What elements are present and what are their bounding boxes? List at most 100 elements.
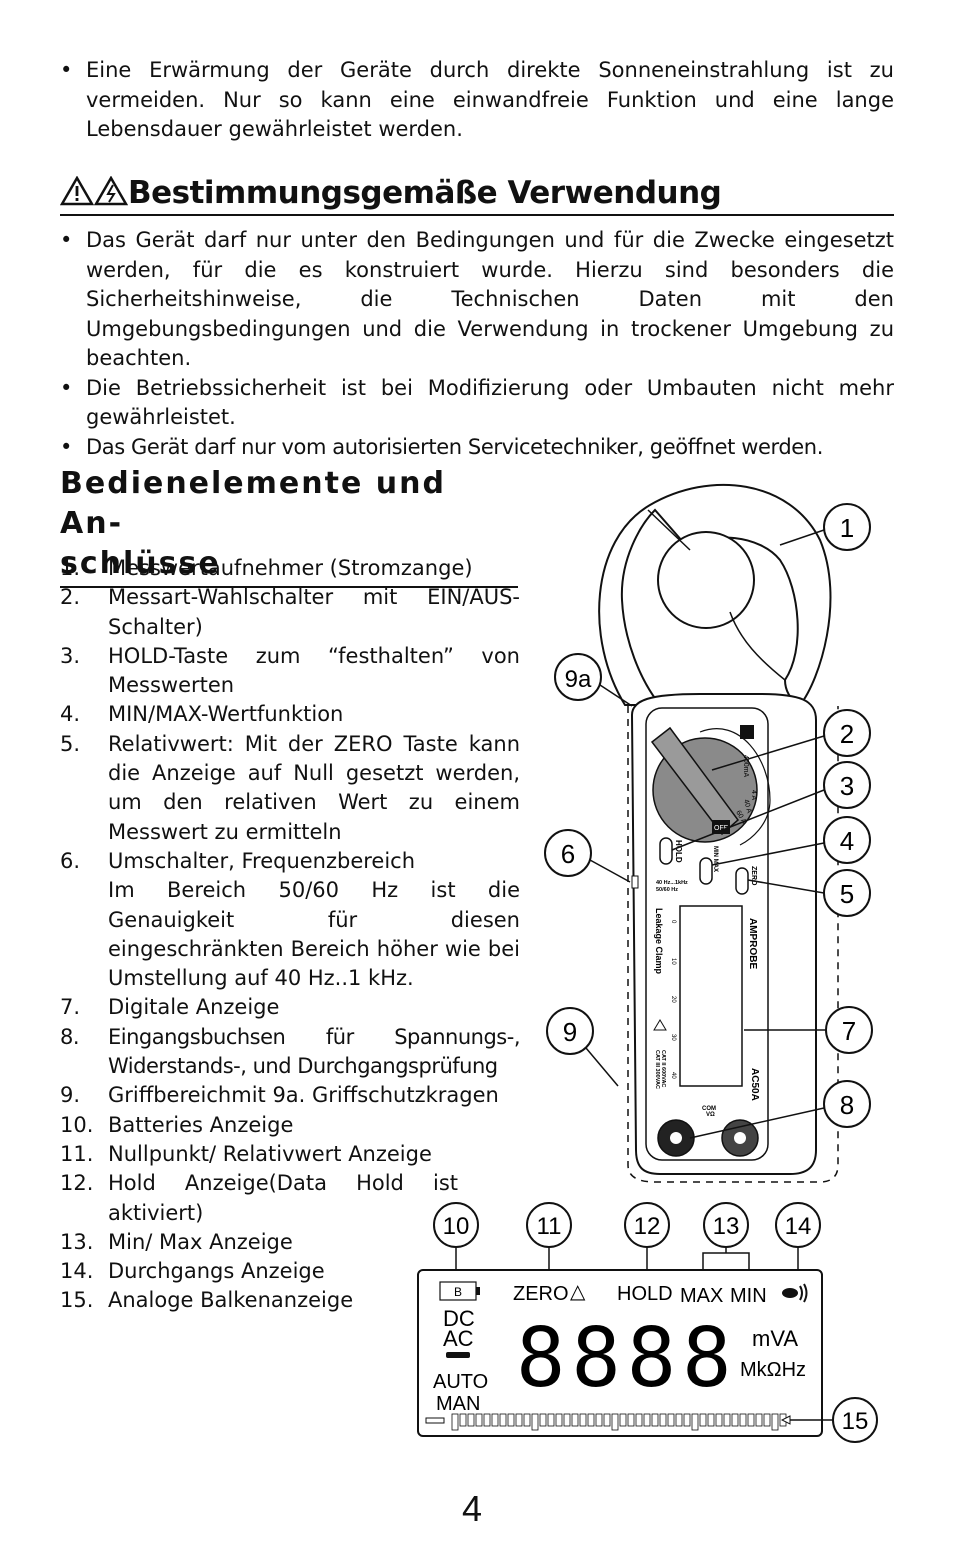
warning-icon	[59, 175, 95, 217]
svg-text:7: 7	[842, 1016, 856, 1046]
bargraph-segment	[667, 1413, 675, 1427]
hold-button-label: HOLD	[674, 840, 683, 863]
freq-label-1: 40 Hz...1kHz	[656, 880, 688, 886]
callout-4: 4	[711, 816, 871, 866]
cat-label-1: CAT II 600VAC	[660, 1050, 666, 1087]
svg-text:8: 8	[840, 1090, 854, 1120]
bargraph-segment	[691, 1413, 699, 1431]
list-item: 11.Nullpunkt/ Relativwert Anzeige	[60, 1141, 432, 1166]
hold-button[interactable]	[659, 837, 673, 865]
bargraph-segment	[587, 1413, 595, 1427]
bargraph-segment	[731, 1413, 739, 1427]
list-item: Im Bereich 50/60 Hz ist die Genauigkeit …	[108, 878, 520, 991]
page-number: 4	[462, 1488, 483, 1529]
com-label: COM	[702, 1106, 716, 1112]
svg-text:2: 2	[840, 719, 854, 749]
device-label: Leakage Clamp	[654, 908, 664, 975]
scale-tick: 10	[670, 958, 676, 965]
bargraph-segment	[763, 1413, 771, 1427]
bargraph-segment	[739, 1413, 747, 1427]
bargraph-segment	[755, 1413, 763, 1427]
controls-heading-line1: Bedienelemente und An-	[60, 466, 446, 541]
bargraph-segment	[651, 1413, 659, 1427]
bargraph-segment	[507, 1413, 515, 1427]
meter-display	[679, 905, 743, 1087]
bargraph-segment	[603, 1413, 611, 1427]
intro-bullets: Eine Erwärmung der Geräte durch direkte …	[60, 56, 894, 145]
list-item: 14.Durchgangs Anzeige	[60, 1259, 325, 1284]
bargraph-segment	[531, 1413, 539, 1431]
minmax-button[interactable]	[699, 857, 713, 885]
usage-bullet: Das Gerät darf nur vom autorisierten Ser…	[60, 433, 894, 463]
bargraph-segment	[715, 1413, 723, 1427]
scale-tick: 20	[670, 996, 676, 1003]
callout-9a: 9a	[554, 653, 633, 707]
auto-indicator: AUTO	[433, 1371, 488, 1393]
list-item: 4.MIN/MAX-Wertfunktion	[60, 702, 344, 727]
svg-text:9: 9	[563, 1017, 577, 1047]
usage-heading: Bestimmungsgemäße Verwendung	[59, 172, 894, 217]
list-item: 13.Min/ Max Anzeige	[60, 1229, 293, 1254]
zero-button-label: ZERO	[750, 866, 757, 886]
continuity-icon	[782, 1283, 808, 1303]
zero-button[interactable]	[735, 867, 749, 895]
callout-12: 12	[624, 1202, 670, 1275]
bargraph-segment	[771, 1413, 779, 1431]
callout-1: 1	[779, 503, 871, 551]
man-indicator: MAN	[436, 1393, 480, 1415]
svg-text:5: 5	[840, 879, 854, 909]
svg-text:6: 6	[561, 839, 575, 869]
list-item: 8.Eingangsbuchsen für Spannungs-, Widers…	[60, 1024, 521, 1079]
unit-mkohz: MkΩHz	[740, 1359, 806, 1381]
svg-text:9a: 9a	[565, 666, 592, 693]
scale-tick: 30	[670, 1034, 676, 1041]
callout-11: 11	[526, 1202, 572, 1275]
ac-indicator: AC	[443, 1326, 474, 1351]
battery-label: B	[454, 1285, 462, 1299]
svg-text:15: 15	[842, 1408, 869, 1435]
usage-bullet: Das Gerät darf nur unter den Bedingungen…	[60, 226, 894, 374]
svg-text:3: 3	[840, 771, 854, 801]
list-item: 9.Griffbereichmit 9a. Griffschutzkragen	[60, 1083, 499, 1108]
model-label: AC50A	[749, 1068, 760, 1101]
bargraph-segment	[475, 1413, 483, 1427]
bargraph-segment	[627, 1413, 635, 1427]
bargraph-segment	[683, 1413, 691, 1427]
range-label: 40 A	[742, 799, 752, 815]
clamp-meter-illustration: 400mA 4 A 40 A 60 A OFF HOLD MIN MAX ZER…	[544, 483, 873, 1183]
lcd-digits: 8888	[516, 1311, 737, 1406]
bargraph-segment	[747, 1413, 755, 1427]
bargraph-segment	[459, 1413, 467, 1427]
bargraph-segment	[555, 1413, 563, 1427]
unit-mva: mVA	[752, 1326, 798, 1351]
callout-15: 15	[780, 1397, 878, 1443]
intro-bullet: Eine Erwärmung der Geräte durch direkte …	[60, 56, 894, 145]
usage-bullets: Das Gerät darf nur unter den Bedingungen…	[60, 226, 894, 462]
bargraph-segment	[595, 1413, 603, 1427]
brand-logo: AMPROBE	[747, 918, 758, 969]
svg-text:12: 12	[634, 1213, 661, 1240]
list-item: 7.Digitale Anzeige	[60, 995, 280, 1020]
bargraph-segment	[515, 1413, 523, 1427]
callout-6: 6	[544, 829, 631, 883]
range-label: 400mA	[742, 755, 749, 778]
bargraph-segment	[523, 1413, 531, 1427]
bargraph-segment	[547, 1413, 555, 1427]
list-item: 5.Relativwert: Mit der ZERO Taste kann d…	[60, 731, 520, 844]
freq-label-2: 50/60 Hz	[656, 887, 678, 893]
svg-text:4: 4	[840, 826, 854, 856]
minmax-button-label: MIN MAX	[712, 846, 718, 872]
bargraph-segment	[579, 1413, 587, 1427]
hold-indicator: HOLD	[617, 1283, 673, 1305]
list-item: 2.Messart-Wahlschalter mit EIN/AUS-Schal…	[60, 585, 520, 639]
bargraph-segment	[491, 1413, 499, 1427]
bargraph-segment	[643, 1413, 651, 1427]
list-item: 3.HOLD-Taste zum “festhalten” von Messwe…	[60, 643, 520, 698]
controls-heading-line2: schlüsse	[60, 546, 221, 581]
bargraph-segment	[571, 1413, 579, 1427]
bargraph-segment	[707, 1413, 715, 1427]
bargraph-segment	[467, 1413, 475, 1427]
callout-9: 9	[546, 1007, 619, 1087]
list-item: 6.Umschalter, Frequenzbereich	[60, 848, 416, 873]
svg-text:13: 13	[713, 1213, 740, 1240]
